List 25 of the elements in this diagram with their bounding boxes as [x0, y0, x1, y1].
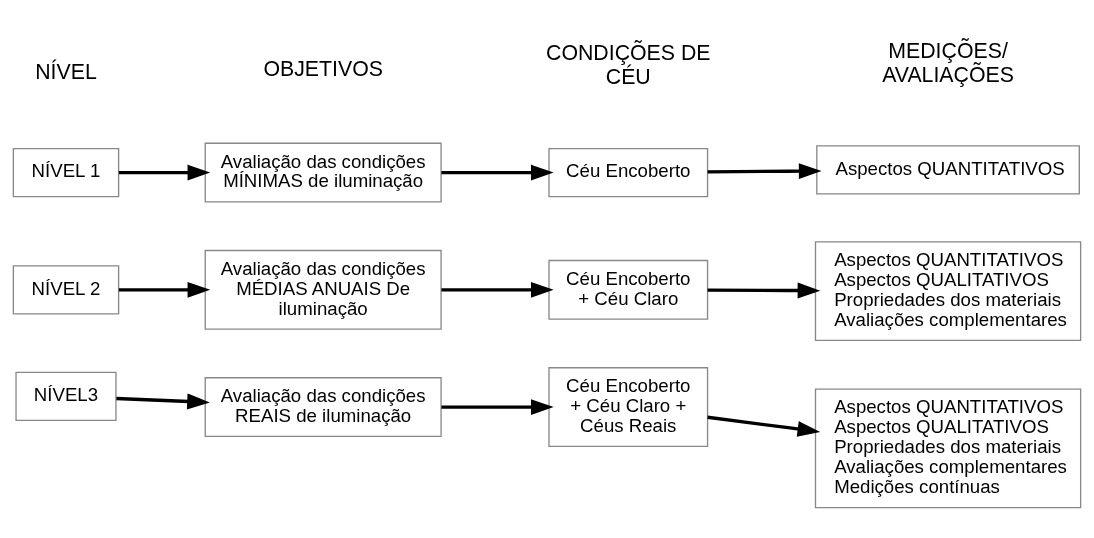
node-box: Aspectos QUANTITATIVOS Aspectos QUALITATIVOS Propriedades dos materiais Avaliações complementares Medições contínuas	[814, 387, 1082, 508]
arrow	[441, 164, 554, 180]
arrow	[118, 281, 211, 298]
label: NÍVEL	[35, 59, 97, 84]
arrow	[116, 393, 210, 409]
arrow	[707, 162, 822, 179]
node-box: Céu Encoberto	[548, 147, 709, 197]
node-box: Avaliação das condições REAIS de iluminação	[204, 376, 442, 437]
node-box: NÍVEL 2	[12, 264, 120, 314]
node-box: Avaliação das condições MÍNIMAS de iluminação	[204, 142, 442, 203]
arrow	[707, 415, 821, 437]
node-box: NÍVEL3	[15, 371, 117, 421]
node-box: Aspectos QUANTITATIVOS	[816, 144, 1080, 195]
node-box: NÍVEL 1	[12, 147, 120, 197]
node-box: Avaliação das condições MÉDIAS ANUAIS De iluminação	[204, 249, 442, 330]
label: CONDIÇÕES DE CÉU	[546, 40, 711, 89]
node-box: Aspectos QUANTITATIVOS Aspectos QUALITATIVOS Propriedades dos materiais Avaliações complementares	[814, 240, 1082, 341]
arrow	[441, 281, 554, 298]
label: OBJETIVOS	[263, 56, 383, 81]
node-box: Céu Encoberto + Céu Claro	[548, 259, 709, 320]
arrow	[707, 282, 821, 298]
arrow	[441, 398, 554, 415]
arrow	[118, 164, 211, 180]
label: MEDIÇÕES/ AVALIAÇÕES	[882, 38, 1014, 87]
node-box: Céu Encoberto + Céu Claro + Céus Reais	[548, 366, 709, 447]
